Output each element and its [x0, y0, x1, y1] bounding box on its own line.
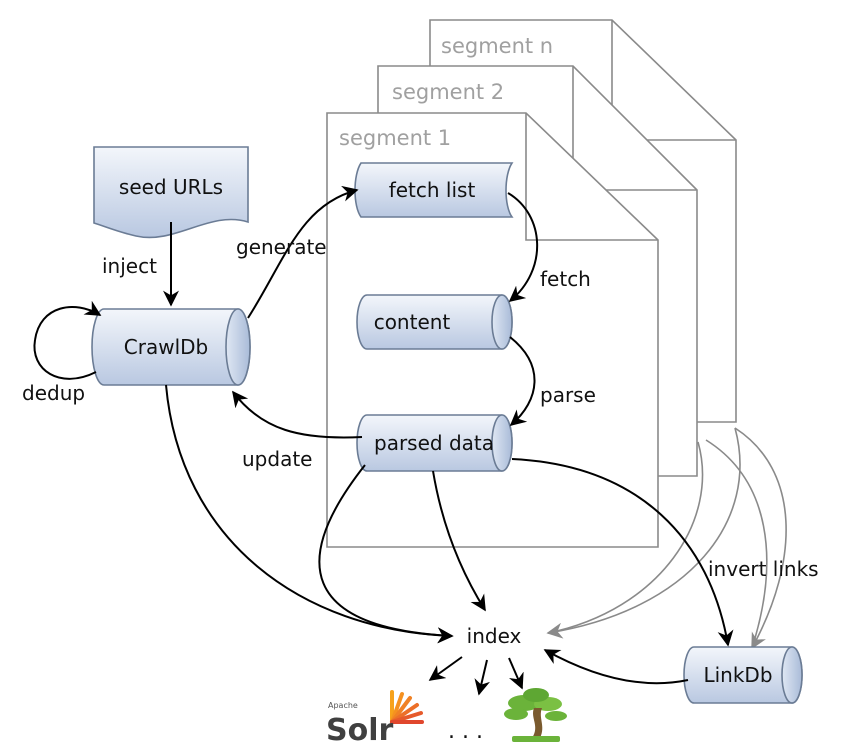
ellipsis-text: . . . — [448, 719, 483, 744]
solr-sunburst-icon — [390, 690, 424, 724]
crawldb-label: CrawlDb — [124, 335, 208, 359]
solr-text: Solr — [326, 713, 394, 748]
content-label: content — [374, 310, 451, 334]
fetch-list-node: fetch list — [354, 162, 514, 218]
index-to-solr-arrow — [428, 656, 463, 681]
generate-label: generate — [236, 235, 327, 259]
seed-urls-node: seed URLs — [93, 146, 249, 239]
generate-arrow — [247, 185, 359, 319]
segment-1-label: segment 1 — [339, 126, 451, 150]
fetch-arrow — [507, 192, 539, 303]
crawldb-node: CrawlDb — [91, 308, 251, 386]
segment-n-label: segment n — [441, 34, 553, 58]
index-to-ellipsis-arrow — [474, 659, 491, 696]
parse-arrow — [509, 336, 536, 427]
update-label: update — [242, 447, 312, 471]
fetch-label: fetch — [540, 267, 591, 291]
index-label: index — [467, 624, 522, 648]
bonsai-tree-icon — [504, 688, 567, 742]
parsed-to-linkdb-arrow — [511, 458, 734, 647]
segment-2-label: segment 2 — [392, 80, 504, 104]
parsed-data-node: parsed data — [356, 414, 513, 472]
gray-invert-links-arrows — [546, 427, 787, 650]
dedup-loop-arrow — [33, 300, 102, 380]
parsed-data-label: parsed data — [374, 431, 494, 455]
linkdb-label: LinkDb — [703, 663, 772, 687]
invert-links-label: invert links — [708, 557, 819, 581]
fetch-list-label: fetch list — [389, 178, 476, 202]
solr-logo: Apache Solr — [326, 690, 424, 748]
linkdb-to-index-arrow — [543, 649, 689, 685]
content-node: content — [356, 294, 513, 350]
black-arrows — [33, 185, 734, 696]
parse-label: parse — [540, 383, 596, 407]
parsed-to-index-arrow — [432, 470, 486, 612]
solr-apache-text: Apache — [328, 701, 358, 710]
seed-urls-label: seed URLs — [119, 175, 223, 199]
inject-label: inject — [102, 254, 157, 278]
parsed-left-to-index-arrow — [318, 464, 454, 644]
index-to-tree-arrow — [508, 657, 524, 690]
update-arrow — [232, 390, 363, 439]
dedup-label: dedup — [22, 381, 85, 405]
linkdb-node: LinkDb — [683, 646, 803, 704]
